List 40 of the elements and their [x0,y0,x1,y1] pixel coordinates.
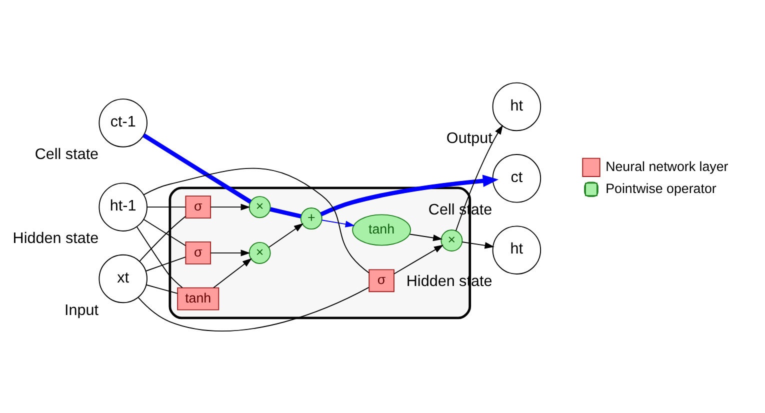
arrow [455,124,503,231]
node-circle: ct-1 [98,98,148,147]
node-label: Cell state [34,146,99,163]
connector [139,215,186,262]
node-circle: ht [492,225,542,274]
node-circle: ct [492,154,542,202]
arrow [320,174,499,216]
node-label: Output [446,129,492,146]
connector [136,226,183,288]
node-box: tanh [177,286,220,310]
node-circle: ht-1 [98,182,148,231]
node-circle: × [248,241,271,264]
connector [142,132,252,204]
node-circle: × [248,196,271,218]
connector [143,218,186,246]
node-circle: + [300,207,322,230]
arrow [268,222,304,248]
node-box: σ [185,195,212,218]
node-circle: xt [98,254,148,303]
legend-label: Neural network layer [606,158,728,174]
legend-label: Pointwise operator [606,180,716,196]
arrow [210,249,250,256]
connector [146,206,186,208]
connector [146,284,178,294]
node-label: Hidden state [12,230,99,247]
connector [146,256,186,271]
node-circle: × [440,229,463,252]
arrow [409,233,443,241]
connector [270,206,302,218]
node-ellipse: tanh [352,214,411,246]
node-box: σ [185,240,212,264]
arrow [210,203,250,210]
arrow [213,258,252,288]
node-label: Input [64,301,99,318]
arrow [394,244,444,274]
node-box: σ [368,268,394,292]
connector [143,167,370,273]
node-circle: ht [492,82,542,131]
arrow [462,240,494,248]
arrow [321,219,355,227]
